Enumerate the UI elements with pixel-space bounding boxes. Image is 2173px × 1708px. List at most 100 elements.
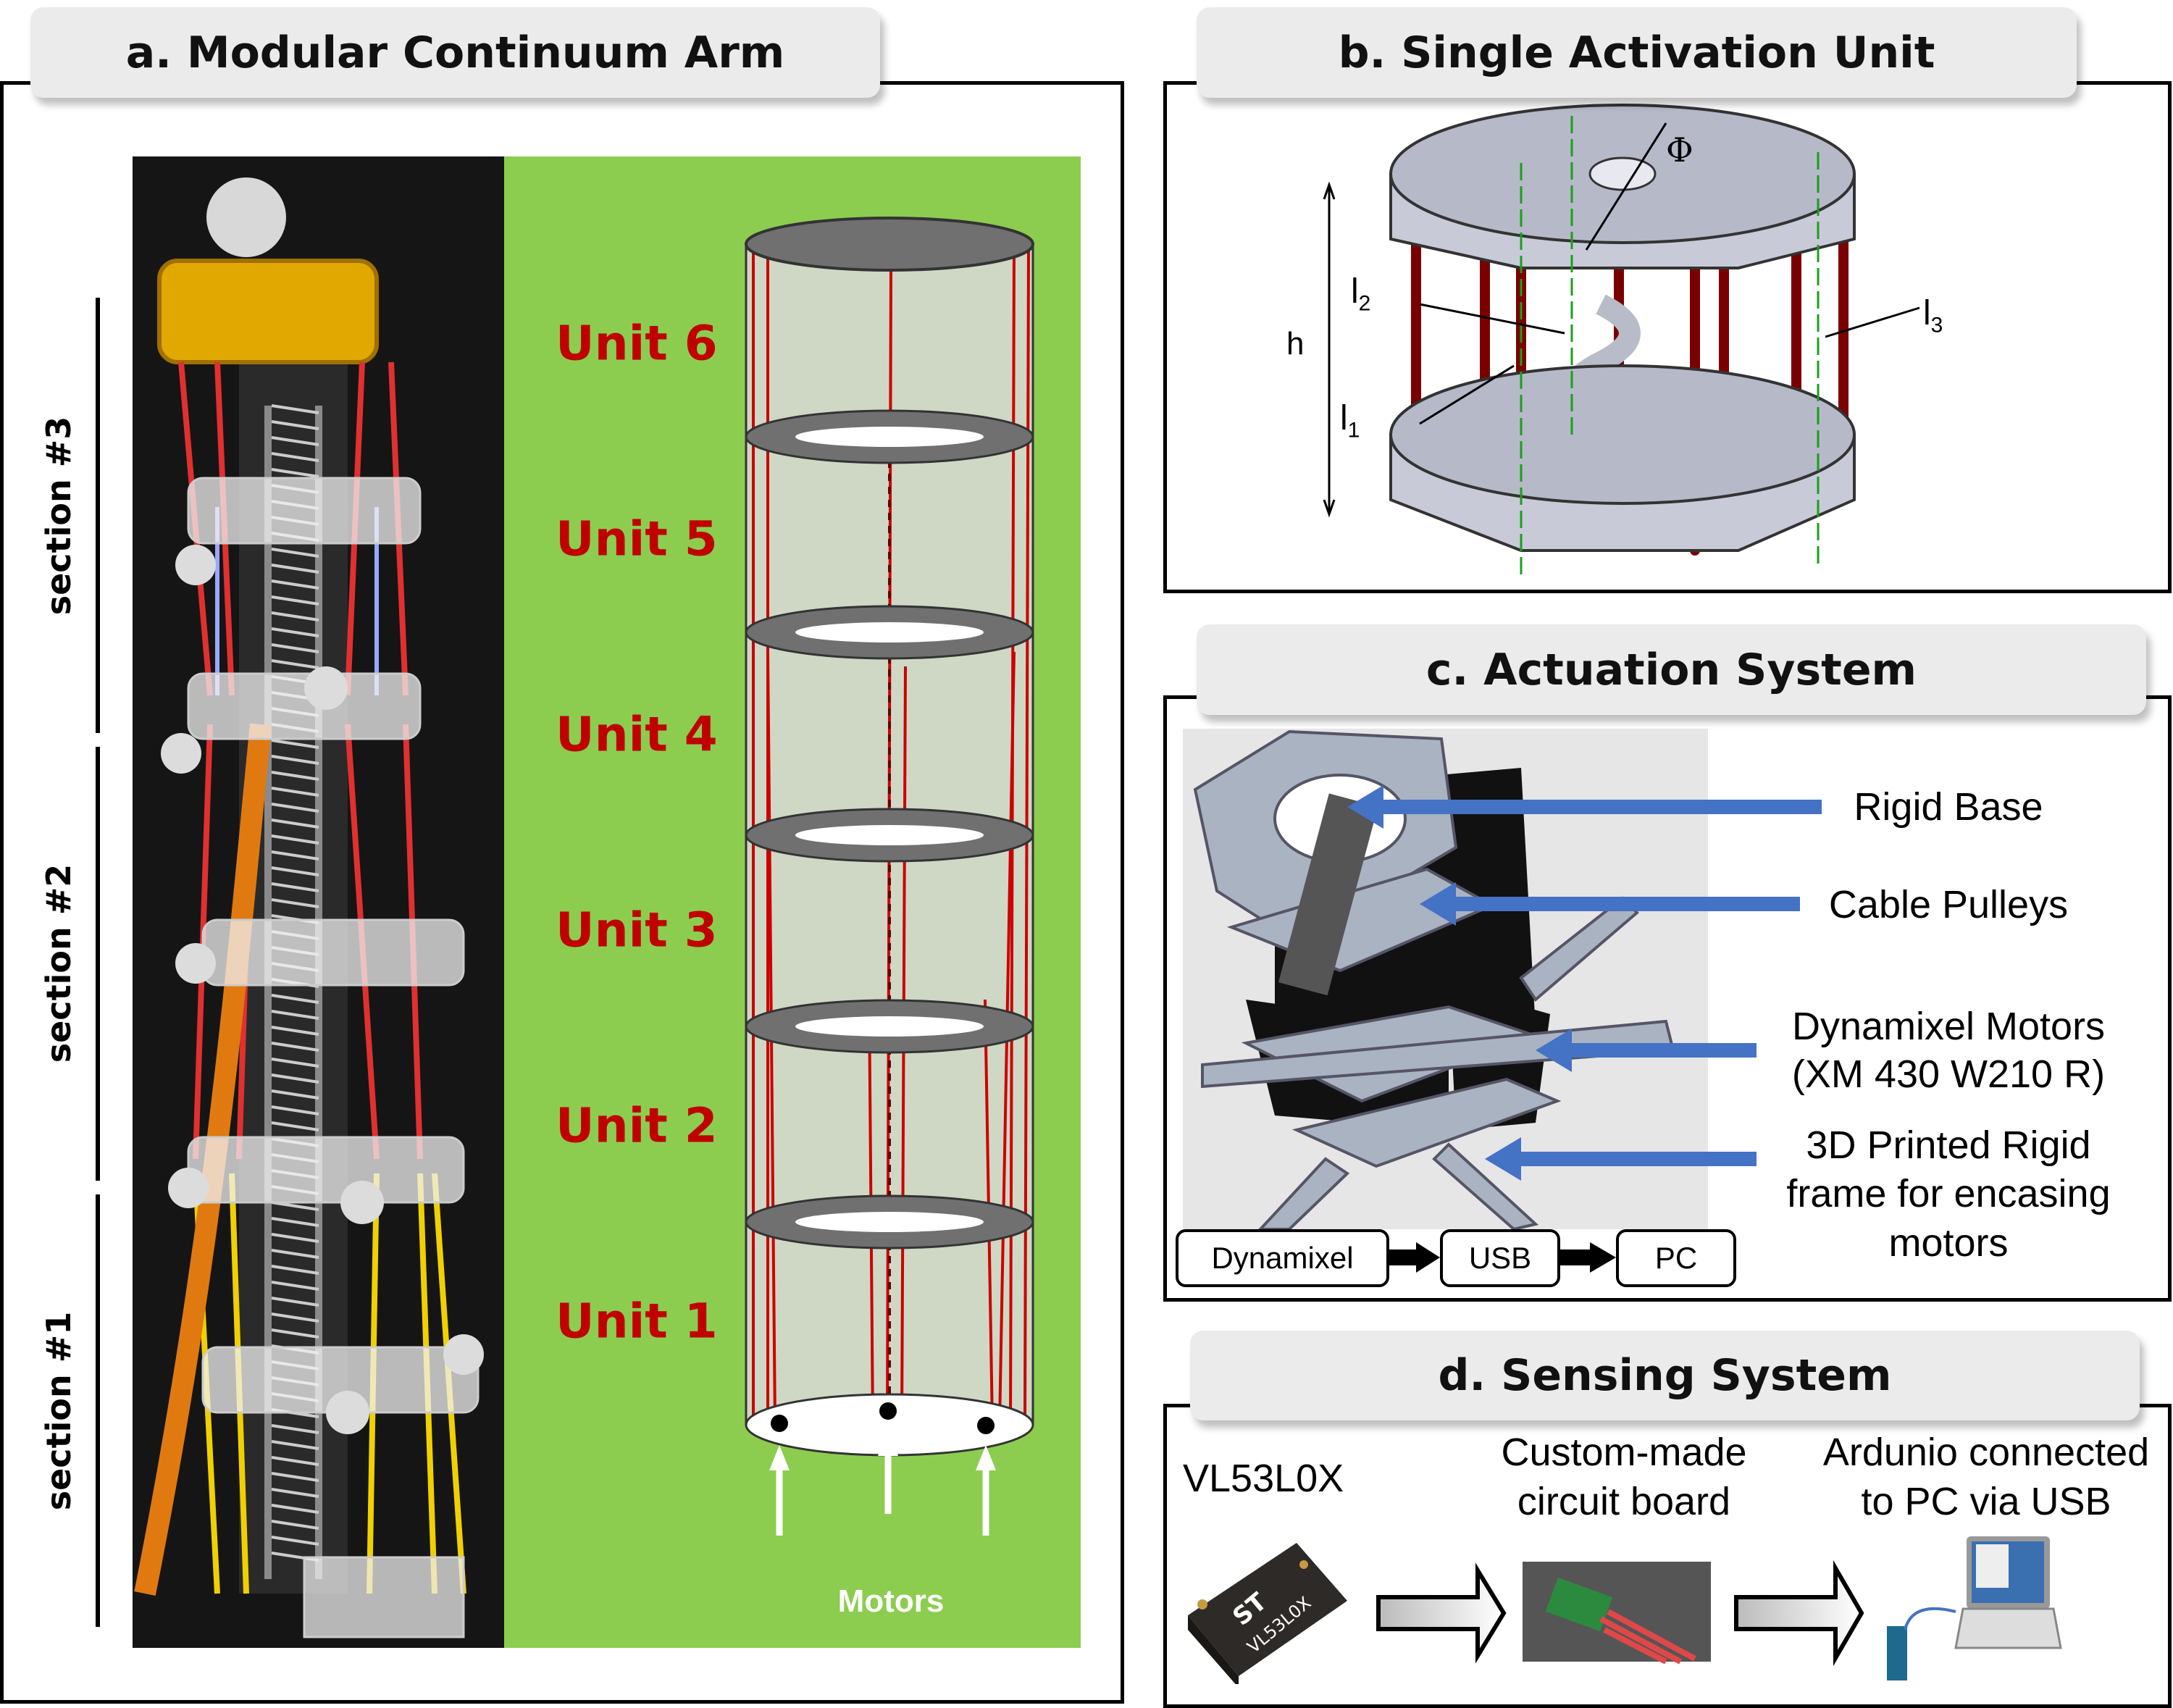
rigid-base-label: Rigid Base (1854, 785, 2043, 829)
label-l2-letter: l (1351, 272, 1359, 311)
unit-label-6: Unit 6 (556, 315, 718, 372)
spring-coil (271, 866, 319, 876)
vl53l0x-chip: ST VL53L0X (1188, 1543, 1347, 1684)
spring-coil (271, 548, 319, 558)
spring-coil (271, 452, 319, 462)
flow-arrow-1 (1376, 1562, 1507, 1664)
section-label-2: section #2 (39, 863, 78, 1063)
spring-coil (271, 739, 319, 749)
spring-coil (271, 627, 319, 637)
panel-b-title: b. Single Activation Unit (1197, 7, 2077, 98)
label-l1-letter: l (1340, 399, 1348, 438)
sensing-images: ST VL53L0X (1188, 1536, 2062, 1684)
spring-coil (271, 1105, 319, 1115)
arduino-label-line1: Ardunio connected (1822, 1431, 2150, 1474)
flow-box-pc: PC (1616, 1229, 1736, 1287)
spring-coil (271, 1520, 319, 1530)
arm-photo-drawing (134, 177, 484, 1638)
spring-coil (271, 1026, 319, 1036)
spring-coil (271, 994, 319, 1004)
motors-label-line1: Dynamixel Motors (1791, 1005, 2106, 1048)
spring-coil (271, 420, 319, 430)
spring-coil (271, 595, 319, 606)
unit-ring-hole (795, 825, 984, 845)
spring-coil (271, 1281, 319, 1291)
panel-a-title: a. Modular Continuum Arm (30, 7, 880, 98)
label-l1-sub: 1 (1347, 418, 1360, 443)
spring-coil (271, 834, 319, 845)
spring-coil (271, 1249, 319, 1259)
flow-box-usb: USB (1440, 1229, 1560, 1287)
arduino-label-line2: to PC via USB (1861, 1480, 2111, 1523)
flow-arrow-2 (1734, 1560, 1864, 1667)
spring-coil (271, 1328, 319, 1339)
frame-label-line1: 3D Printed Rigid (1806, 1123, 2091, 1167)
board-label-line2: circuit board (1517, 1480, 1731, 1523)
spring-coil (271, 755, 319, 765)
spring-coil (271, 803, 319, 813)
spring-coil (271, 611, 319, 621)
spring-coil (271, 1536, 319, 1546)
unit-ring-hole (795, 622, 984, 642)
label-h: h (1286, 326, 1305, 361)
label-l2: l2 (1351, 272, 1370, 317)
laptop-arduino (1887, 1536, 2062, 1680)
spring-coil (271, 850, 319, 861)
spring-coil (271, 404, 319, 414)
motors-label: Motors (837, 1583, 945, 1619)
frame-label-line2: frame for encasing (1786, 1172, 2111, 1215)
spring-coil (271, 643, 319, 653)
spring-coil (271, 659, 319, 669)
spring-coil (271, 1440, 319, 1450)
spring-coil (271, 1058, 319, 1068)
flow-box-dynamixel: Dynamixel (1176, 1229, 1389, 1287)
frame-label-line3: motors (1888, 1221, 2009, 1265)
section-label-1: section #1 (39, 1311, 78, 1511)
unit-label-3: Unit 3 (556, 902, 718, 958)
spring-coil (271, 771, 319, 781)
spring-coil (271, 1233, 319, 1243)
label-l3-letter: l (1923, 294, 1931, 332)
section-label-3: section #3 (39, 416, 78, 616)
unit-label-2: Unit 2 (556, 1097, 718, 1154)
spring-coil (271, 1313, 319, 1323)
panel-c-title: c. Actuation System (1197, 624, 2146, 715)
spring-coil (271, 1424, 319, 1434)
spring-coil (271, 1121, 319, 1131)
actuation-render (1183, 729, 1822, 1273)
spring-coil (271, 1217, 319, 1227)
spring-coil (271, 1488, 319, 1498)
unit-ring-hole (795, 427, 984, 447)
spring-coil (271, 1504, 319, 1514)
spring-coil (271, 1089, 319, 1100)
spring-coil (271, 882, 319, 892)
activation-unit-drawing (1323, 104, 1920, 579)
cylinder-schematic (745, 217, 1034, 1536)
panel-d-title: d. Sensing System (1190, 1331, 2140, 1420)
board-label-line1: Custom-made (1501, 1431, 1747, 1474)
spring-coil (271, 1456, 319, 1466)
unit-ring-hole (795, 1212, 984, 1232)
unit-label-5: Unit 5 (556, 511, 718, 567)
label-l1: l1 (1340, 398, 1360, 443)
spring-coil (271, 898, 319, 908)
spring-coil (271, 579, 319, 590)
spring-coil (271, 787, 319, 797)
label-l3: l3 (1923, 293, 1943, 338)
spring-coil (271, 468, 319, 478)
spring-coil (271, 1042, 319, 1052)
unit-label-1: Unit 1 (556, 1293, 718, 1349)
cable-pulleys-label: Cable Pulleys (1828, 883, 2069, 926)
label-l2-sub: 2 (1358, 291, 1371, 316)
spring-coil (271, 1265, 319, 1275)
spring-coil (271, 1472, 319, 1482)
unit-ring-hole (795, 1016, 984, 1037)
label-phi: Φ (1666, 130, 1693, 169)
spring-coil (271, 1073, 319, 1084)
spring-coil (271, 1201, 319, 1211)
label-l3-sub: 3 (1930, 313, 1943, 338)
spring-coil (271, 1297, 319, 1307)
unit-label-4: Unit 4 (556, 706, 718, 763)
spring-coil (271, 564, 319, 574)
